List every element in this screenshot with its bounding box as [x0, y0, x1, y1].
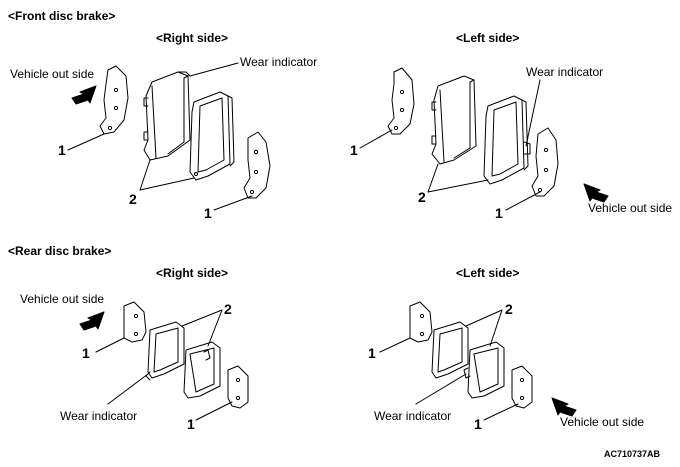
front-left-vehicle-out-side-label: Vehicle out side	[588, 201, 673, 215]
rear-right-pad-outer	[147, 321, 185, 379]
rear-left-heading: <Left side>	[456, 266, 520, 280]
front-right-leader-1a	[67, 133, 105, 151]
rear-right-shim	[123, 301, 147, 343]
front-left-leader-1b	[505, 191, 541, 211]
front-right-heading: <Right side>	[156, 31, 229, 45]
rear-right-vehicle-out-side-label: Vehicle out side	[20, 292, 105, 306]
front-right-shim-hole	[113, 105, 119, 111]
front-section-title: <Front disc brake>	[8, 9, 116, 23]
front-left-group	[359, 67, 559, 211]
rear-left-vehicle-out-side-label: Vehicle out side	[560, 415, 645, 429]
rear-left-wear-indicator-label: Wear indicator	[374, 409, 452, 423]
front-right-callout-1a: 1	[58, 142, 66, 158]
rear-right-leader-wear	[107, 373, 149, 405]
rear-right-leader-2b	[207, 309, 223, 347]
front-right-shim-hole	[107, 125, 113, 131]
front-right-callout-1b: 1	[204, 205, 212, 221]
front-right-callout-2: 2	[129, 191, 137, 207]
rear-left-pad-inner	[467, 341, 505, 399]
front-right-leader-1b	[213, 195, 253, 211]
front-left-callout-1a: 1	[350, 142, 358, 158]
rear-left-leader-2b	[489, 309, 503, 347]
front-right-leader-2b	[139, 177, 195, 191]
front-left-wear-indicator-label: Wear indicator	[526, 65, 604, 79]
front-right-vehicle-out-side-label: Vehicle out side	[10, 67, 95, 81]
front-left-leader-2b	[427, 179, 489, 193]
front-right-leader-2a	[139, 159, 151, 191]
front-right-shim-outer	[99, 65, 129, 135]
front-left-shim	[387, 67, 415, 135]
front-right-shim-outer-2	[243, 131, 271, 199]
front-left-leader-1a	[359, 129, 393, 149]
rear-left-arrow	[551, 397, 577, 417]
front-left-pad-inner	[483, 95, 525, 185]
figure-code: AC710737AB	[604, 449, 661, 459]
rear-left-leader-1b	[483, 403, 519, 421]
rear-section-title: <Rear disc brake>	[8, 244, 112, 258]
rear-right-leader-2a	[181, 309, 223, 327]
rear-right-callout-1b: 1	[187, 416, 195, 432]
front-left-heading: <Left side>	[456, 31, 520, 45]
front-left-callout-1b: 1	[495, 205, 503, 221]
rear-right-group	[95, 301, 249, 421]
front-right-pad-outer	[143, 71, 191, 161]
rear-right-leader-1a	[95, 337, 125, 353]
front-right-wear-indicator-label: Wear indicator	[240, 55, 318, 69]
rear-left-callout-2: 2	[505, 301, 513, 317]
rear-left-group	[379, 301, 533, 421]
rear-left-shim-2	[511, 365, 533, 409]
front-left-callout-2: 2	[418, 189, 426, 205]
rear-left-shim	[409, 301, 433, 343]
front-right-shim-hole	[113, 87, 119, 93]
rear-right-wear-indicator-label: Wear indicator	[60, 409, 138, 423]
front-left-leader-wear	[525, 79, 541, 147]
rear-right-callout-2: 2	[224, 301, 232, 317]
rear-left-leader-2a	[465, 309, 503, 327]
rear-right-pad-inner	[183, 341, 221, 399]
front-left-shim-2	[531, 127, 559, 197]
front-left-pad-outer	[431, 75, 477, 165]
rear-right-callout-1a: 1	[82, 345, 90, 361]
rear-right-heading: <Right side>	[156, 266, 229, 280]
front-right-group	[67, 62, 271, 211]
front-left-arrow	[583, 183, 609, 203]
front-right-pad-inner	[189, 91, 231, 181]
front-left-leader-2a	[427, 163, 439, 193]
rear-left-callout-1b: 1	[474, 416, 482, 432]
rear-right-arrow	[79, 311, 105, 331]
front-right-leader-wear	[189, 62, 239, 77]
rear-left-leader-wear	[415, 373, 467, 405]
rear-right-leader-1b	[195, 401, 233, 421]
rear-left-callout-1a: 1	[368, 345, 376, 361]
rear-left-pad-outer	[431, 321, 469, 379]
rear-right-shim-2	[227, 365, 249, 409]
front-right-arrow	[71, 85, 97, 105]
rear-left-leader-1a	[379, 337, 411, 353]
